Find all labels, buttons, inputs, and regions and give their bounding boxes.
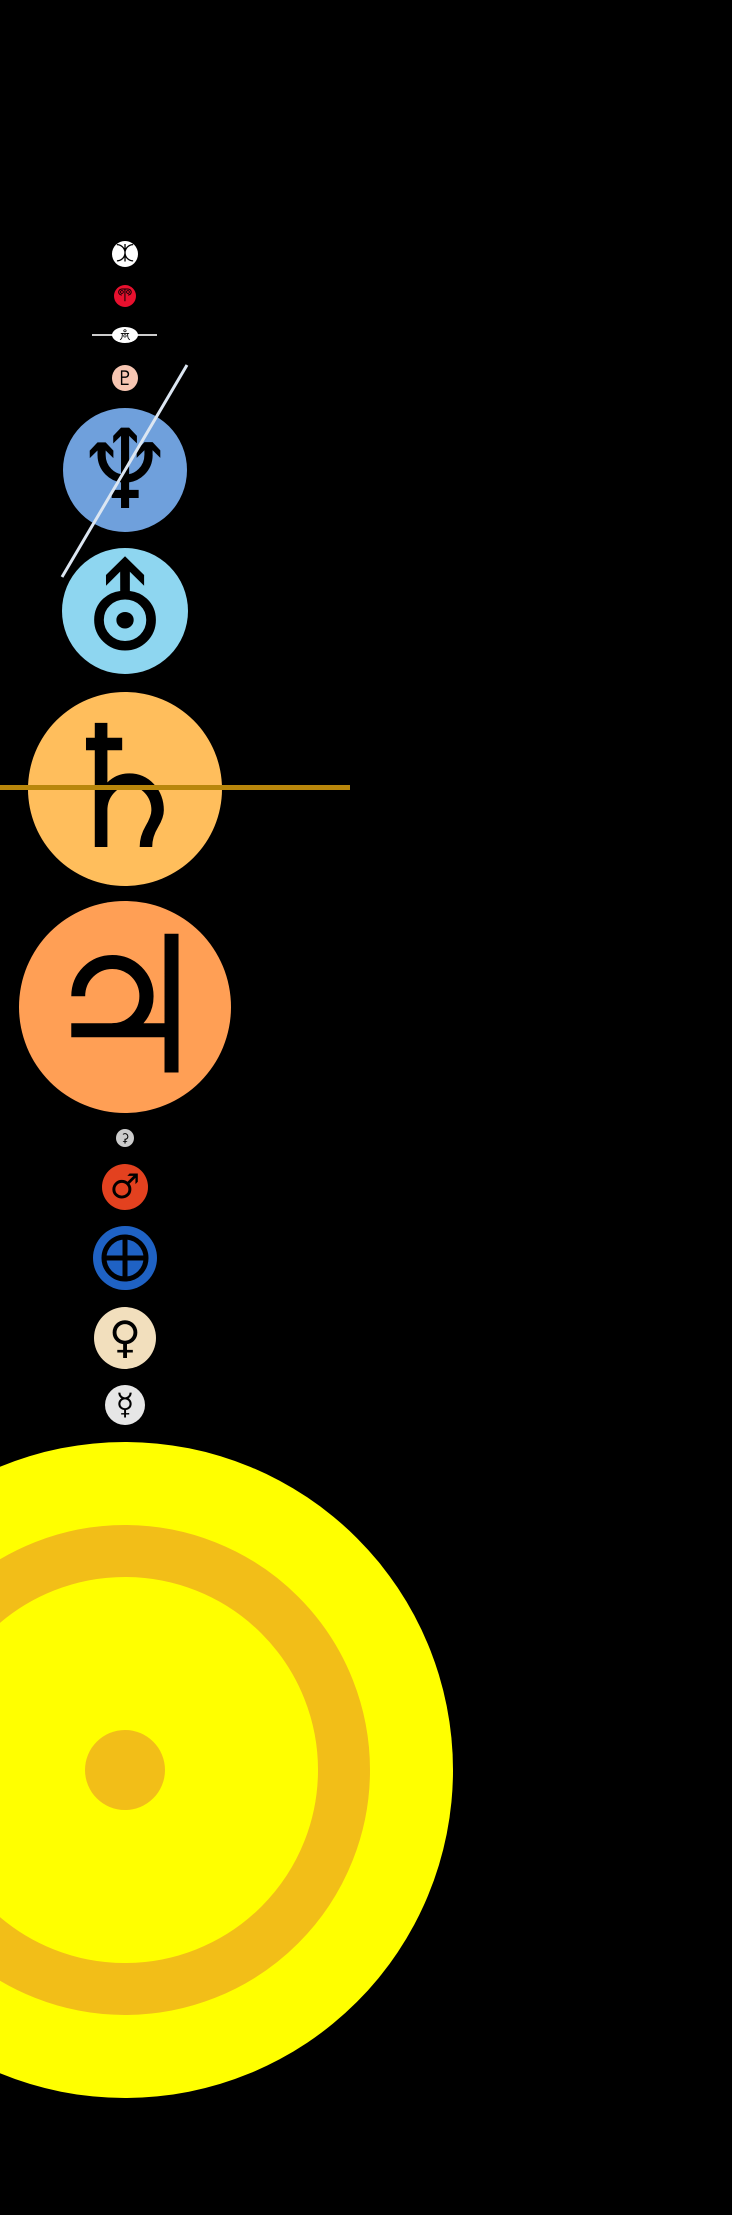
uranus-disc	[62, 548, 188, 674]
haumea-disc	[112, 327, 138, 343]
mercury-symbol: ☿	[116, 1388, 134, 1423]
saturn-ring	[0, 785, 350, 790]
uranus: ⛢	[62, 547, 188, 675]
makemake-symbol: 🝼	[118, 288, 133, 304]
haumea: 🝻	[92, 327, 157, 343]
ceres-symbol: ⚳	[121, 1131, 130, 1145]
pluto-disc	[112, 365, 138, 391]
neptune-ring	[60, 364, 189, 578]
uranus-symbol: ⛢	[85, 547, 166, 675]
haumea-symbol: 🝻	[119, 328, 130, 342]
pluto: ♇	[112, 365, 138, 391]
makemake: 🝼	[114, 285, 136, 307]
venus-disc	[94, 1307, 156, 1369]
venus-symbol: ♀	[109, 1313, 141, 1364]
sun-symbol-dot	[85, 1730, 165, 1810]
eris: ⯰	[112, 241, 138, 267]
jupiter-symbol: ♃	[40, 897, 210, 1118]
sun	[0, 1442, 453, 2098]
venus: ♀	[94, 1307, 156, 1369]
eris-symbol: ⯰	[116, 244, 134, 265]
mars: ♂	[102, 1164, 148, 1210]
ceres-disc	[116, 1129, 134, 1147]
saturn: ♄	[0, 690, 350, 888]
mercury-disc	[105, 1385, 145, 1425]
earth	[93, 1226, 157, 1290]
mercury: ☿	[105, 1385, 145, 1425]
mars-symbol: ♂	[110, 1167, 140, 1207]
sun-symbol-ring	[0, 1525, 370, 2015]
makemake-disc	[114, 285, 136, 307]
sun-disc	[0, 1442, 453, 2098]
jupiter-disc	[19, 901, 231, 1113]
ceres: ⚳	[116, 1129, 134, 1147]
pluto-symbol: ♇	[116, 366, 134, 390]
eris-disc	[112, 241, 138, 267]
neptune: ♆	[60, 364, 189, 578]
mars-disc	[102, 1164, 148, 1210]
jupiter: ♃	[19, 897, 231, 1118]
